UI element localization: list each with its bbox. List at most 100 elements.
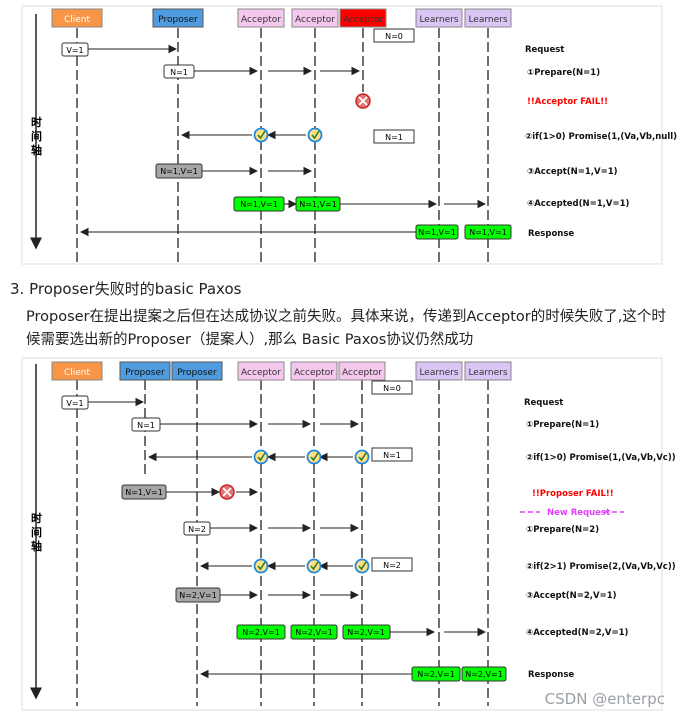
msg-response-1-text: N=1,V=1 <box>418 228 456 237</box>
actor-proposer-2-label: Proposer <box>177 368 217 378</box>
msg-client-value <box>61 395 89 410</box>
msg-response-1 <box>411 666 461 682</box>
diagram1-frame <box>21 5 663 265</box>
actor-acceptor-1-label: Acceptor <box>241 368 281 378</box>
diagram1-svg: 时间轴 Client Proposer Acceptor Acceptor Ac… <box>21 5 677 265</box>
step-prepare2: ①Prepare(N=2) <box>526 525 599 535</box>
actor-learner-1 <box>415 8 463 28</box>
fail-icon <box>219 484 235 500</box>
actor-acceptor-2-label: Acceptor <box>294 368 334 378</box>
check-icon <box>307 127 323 143</box>
section-title: 3. Proposer失败时的basic Paxos <box>10 280 242 298</box>
msg-accepted-2-text: N=2,V=1 <box>295 628 333 637</box>
msg-response-2 <box>461 666 507 682</box>
actor-proposer-1 <box>119 361 171 381</box>
actor-client-label: Client <box>64 15 91 25</box>
step-accepted: ④Accepted(N=1,V=1) <box>527 199 629 209</box>
actor-client <box>51 8 103 28</box>
step-prepare: ①Prepare(N=1) <box>527 68 600 78</box>
diagram2-frame <box>21 357 663 711</box>
step-accept: ③Accept(N=1,V=1) <box>527 167 618 177</box>
msg-prepare1-text: N=1 <box>137 421 155 430</box>
step-prepare1: ①Prepare(N=1) <box>526 420 599 430</box>
time-axis-label: 时间轴 <box>31 115 42 157</box>
step-promise2: ②if(2>1) Promise(2,(Va,Vb,Vc)) <box>526 562 676 572</box>
msg-response-2-text: N=1,V=1 <box>469 228 507 237</box>
actor-proposer-1-label: Proposer <box>125 368 165 378</box>
msg-accepted-2 <box>295 196 341 212</box>
msg-response-2 <box>464 224 512 240</box>
time-axis-char: 间 <box>31 130 42 143</box>
msg-accept-text: N=1,V=1 <box>160 167 198 176</box>
msg-prepare2 <box>183 521 211 536</box>
actor-client-label: Client <box>64 368 91 378</box>
msg-client-value <box>61 42 89 57</box>
step-promise1: ②if(1>0) Promise(1,(Va,Vb,Vc)) <box>526 453 676 463</box>
msg-prepare2-text: N=2 <box>188 525 206 534</box>
msg-accept1 <box>121 484 167 500</box>
step-accept: ③Accept(N=2,V=1) <box>526 591 617 601</box>
time-axis-char: 轴 <box>31 143 42 157</box>
actor-learner-2-label: Learners <box>468 15 507 25</box>
msg-response-1 <box>415 224 459 240</box>
msg-accept2 <box>175 587 221 603</box>
watermark: CSDN @enterpc <box>544 690 665 708</box>
msg-accepted-3 <box>342 624 391 640</box>
step-fail: !!Proposer FAIL!! <box>532 489 614 499</box>
msg-client-value-text: V=1 <box>66 46 83 55</box>
step-request: Request <box>524 398 563 408</box>
check-icon <box>306 449 322 465</box>
msg-accept <box>155 163 203 179</box>
actor-acceptor-3-failed <box>339 8 387 28</box>
sequence-diagram-acceptor-fail: 时间轴 Client Proposer Acceptor Acceptor Ac… <box>0 0 677 270</box>
msg-prepare1 <box>131 417 161 432</box>
check-icon <box>306 558 322 574</box>
actor-acceptor-1-label: Acceptor <box>241 15 281 25</box>
actor-acceptor-3-label: Acceptor <box>343 15 383 25</box>
actor-acceptor-2 <box>291 8 339 28</box>
actor-learner-1 <box>415 361 463 381</box>
msg-accepted-2-text: N=1,V=1 <box>299 200 337 209</box>
time-axis-label: 时间轴 <box>31 511 42 553</box>
note-n1 <box>371 447 413 462</box>
step-accepted: ④Accepted(N=2,V=1) <box>526 628 628 638</box>
note-n0 <box>371 380 413 395</box>
note-n1-text: N=1 <box>383 451 401 460</box>
section-paragraph: Proposer在提出提案之后但在达成协议之前失败。具体来说，传递到Accept… <box>26 309 666 348</box>
note-n2 <box>371 557 413 572</box>
check-icon <box>253 558 269 574</box>
actor-client <box>51 361 103 381</box>
actor-acceptor-1 <box>237 361 285 381</box>
actor-acceptor-3 <box>338 361 386 381</box>
step-response: Response <box>528 670 574 680</box>
actor-learner-1-label: Learners <box>419 15 458 25</box>
msg-accepted-1 <box>236 624 286 640</box>
actor-proposer-2 <box>171 361 223 381</box>
msg-accept1-text: N=1,V=1 <box>125 488 163 497</box>
step-fail: !!Acceptor FAIL!! <box>527 97 608 107</box>
step-promise: ②if(1>0) Promise(1,(Va,Vb,null)) <box>525 132 677 142</box>
check-icon <box>354 449 370 465</box>
note-n1-text: N=1 <box>385 133 403 142</box>
msg-response-1-text: N=2,V=1 <box>417 670 455 679</box>
msg-prepare-text: N=1 <box>170 68 188 77</box>
fail-icon <box>355 93 371 109</box>
note-n2-text: N=2 <box>383 561 401 570</box>
step-new-request: New Request <box>547 508 610 518</box>
actor-learner-1-label: Learners <box>419 368 458 378</box>
actor-learner-2 <box>464 8 512 28</box>
actor-proposer-label: Proposer <box>158 15 198 25</box>
actor-acceptor-2-label: Acceptor <box>295 15 335 25</box>
msg-accept2-text: N=2,V=1 <box>179 591 217 600</box>
msg-client-value-text: V=1 <box>66 399 83 408</box>
msg-response-2-text: N=2,V=1 <box>465 670 503 679</box>
actor-proposer <box>152 8 204 28</box>
msg-prepare <box>163 64 195 79</box>
actor-acceptor-3-label: Acceptor <box>342 368 382 378</box>
step-request: Request <box>525 45 564 55</box>
note-n0-text: N=0 <box>385 32 403 41</box>
msg-accepted-2 <box>290 624 338 640</box>
note-n1 <box>373 129 415 144</box>
diagram2-svg: 时间轴 Client Proposer Proposer Acceptor Ac… <box>21 357 676 711</box>
actor-learner-2 <box>464 361 512 381</box>
